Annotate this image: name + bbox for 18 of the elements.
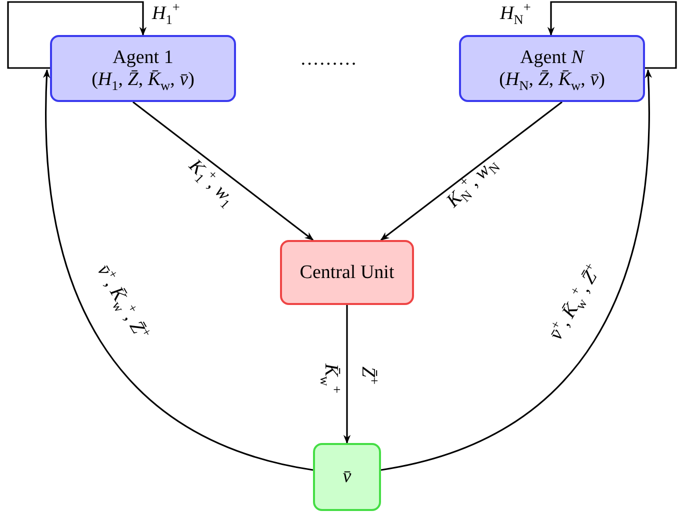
node-text: Agent 1 [112, 46, 174, 68]
arrow [343, 305, 351, 444]
node-text: Agent N [520, 46, 584, 68]
node-text: v̄ [342, 466, 352, 488]
arrow [547, 1, 677, 69]
ellipsis: ········· [300, 55, 357, 74]
node-text: (H$_{N}$, Z̄, K̄$_{w}$, v̄) [499, 68, 605, 90]
node-text: (H$_{1}$, Z̄, K̄$_{w}$, v̄) [92, 68, 194, 90]
process-box [313, 443, 381, 511]
arrow [43, 69, 314, 471]
arrow [380, 101, 562, 241]
arrow [132, 101, 314, 241]
process-box [459, 35, 645, 102]
process-box [280, 240, 414, 305]
arrow [7, 1, 147, 69]
node-text: Central Unit [300, 262, 394, 284]
arrow [380, 69, 652, 471]
process-box [50, 35, 236, 102]
